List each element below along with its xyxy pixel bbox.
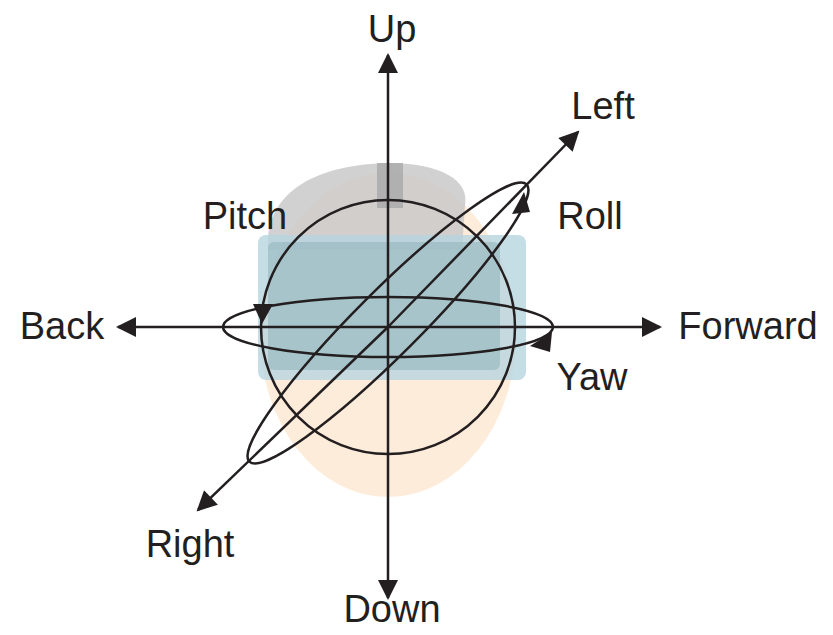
- headset-front: [268, 242, 500, 370]
- rotation-label: Yaw: [556, 357, 627, 399]
- headset-body: [258, 235, 526, 380]
- up-axis: [387, 55, 390, 327]
- rotation-label: Pitch: [203, 196, 287, 238]
- back-axis: [118, 326, 388, 329]
- axis-label: Back: [20, 306, 104, 348]
- axis-label: Down: [343, 589, 440, 631]
- rotation-label: Roll: [557, 196, 622, 238]
- forward-axis: [388, 326, 660, 329]
- right-axis: [198, 327, 388, 510]
- axis-label: Left: [571, 86, 634, 128]
- pitch-arrowhead: [253, 304, 273, 324]
- axis-label: Forward: [678, 306, 817, 348]
- down-axis: [387, 327, 390, 598]
- axis-label: Up: [368, 9, 417, 51]
- axis-label: Right: [146, 524, 235, 566]
- left-axis: [388, 132, 578, 327]
- yaw-arrowhead: [530, 332, 552, 352]
